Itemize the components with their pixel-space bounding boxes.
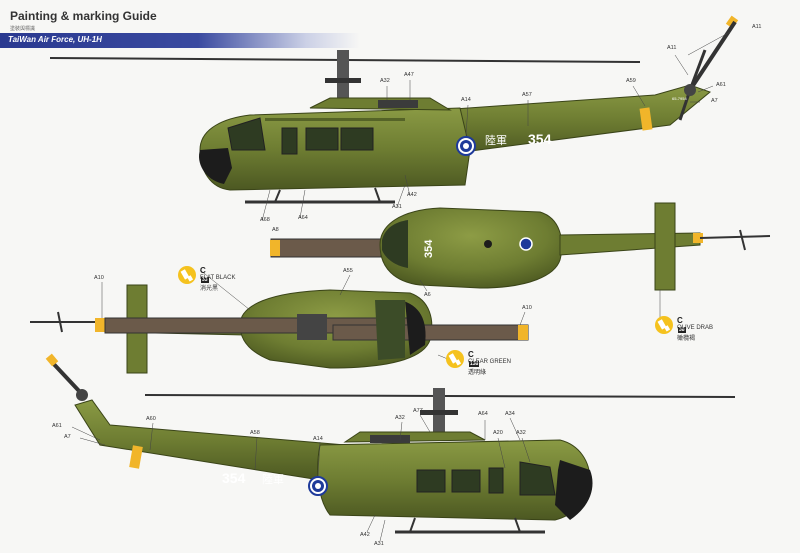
paint-code: C33: [200, 266, 209, 283]
rotor-mast: [337, 50, 349, 100]
paint-name-cn: 透明綠: [468, 369, 487, 376]
callout-a8: A8: [272, 227, 279, 233]
callout-a68: A68: [260, 217, 270, 223]
callout-a32-lower-left: A32: [395, 415, 405, 421]
callout-a58: A58: [250, 430, 260, 436]
paint-name: FLAT BLACK: [200, 275, 236, 281]
callout-a42: A42: [407, 192, 417, 198]
page-subtitle-cn: 塗裝與標識: [10, 26, 36, 32]
fuselage-plan: [379, 207, 563, 289]
callout-a32: A32: [380, 78, 390, 84]
callout-a10-right: A10: [522, 305, 532, 311]
callout-a61: A61: [716, 82, 726, 88]
paint-code: C38: [677, 316, 686, 333]
callout-a64-lower: A64: [478, 411, 488, 417]
side-view-right: 354 陸軍: [45, 353, 736, 534]
callout-a31-lower: A31: [374, 541, 384, 547]
callout-a14: A14: [461, 97, 471, 103]
callout-a31: A31: [392, 204, 402, 210]
banner-label: TaiWan Air Force, UH-1H: [8, 35, 102, 44]
page-title: Painting & marking Guide: [10, 9, 157, 23]
leader-lines: [71, 31, 731, 542]
callout-a6: A6: [424, 292, 431, 298]
callout-a42-lower: A42: [360, 532, 370, 538]
plan-view-top: 354: [270, 202, 771, 291]
callout-a47: A47: [404, 72, 414, 78]
paint-code: C138: [468, 350, 480, 367]
side-marking-serial: 354: [528, 131, 552, 147]
plan-marking-serial: 354: [423, 239, 435, 258]
callout-a7-lower: A7: [64, 434, 71, 440]
callout-a7: A7: [711, 98, 718, 104]
paint-name: OLIVE DRAB: [677, 325, 714, 331]
paint-name-cn: 消光黑: [200, 285, 219, 292]
brush-icon: [446, 350, 464, 368]
lower-marking-serial: 354: [222, 470, 246, 486]
aircraft-banner: TaiWan Air Force, UH-1H: [0, 33, 360, 48]
brush-icon: [655, 316, 673, 334]
callout-a34: A34: [505, 411, 515, 417]
callout-a77: A77: [413, 408, 423, 414]
paint-name-cn: 橄欖褐: [677, 335, 696, 342]
callout-a20: A20: [493, 430, 503, 436]
callout-a11: A11: [667, 45, 677, 51]
callout-a59: A59: [626, 78, 636, 84]
paint-name: CLEAR GREEN: [468, 359, 512, 365]
nose-cone: [199, 148, 232, 184]
callout-a60: A60: [146, 416, 156, 422]
tail-boom-lower: [74, 399, 351, 481]
tail-serial: 65-7954: [672, 96, 687, 101]
brush-icon: [178, 266, 196, 284]
rotor-blade-plan: [270, 238, 382, 258]
callout-a57: A57: [522, 92, 532, 98]
lower-marking-service: 陸軍: [262, 473, 284, 486]
side-view-left: 陸軍 354 65-7954: [49, 15, 739, 204]
callout-a14-lower: A14: [313, 436, 323, 442]
callout-a11-top: A11: [752, 24, 762, 30]
side-marking-service: 陸軍: [485, 134, 507, 147]
callout-a10-left: A10: [94, 275, 104, 281]
callout-a55: A55: [343, 268, 353, 274]
callout-a61-lower: A61: [52, 423, 62, 429]
tail-boom: [439, 84, 712, 156]
callout-a32-lower-right: A32: [516, 430, 526, 436]
plan-view-bottom: [30, 284, 529, 374]
callout-a64: A64: [298, 215, 308, 221]
